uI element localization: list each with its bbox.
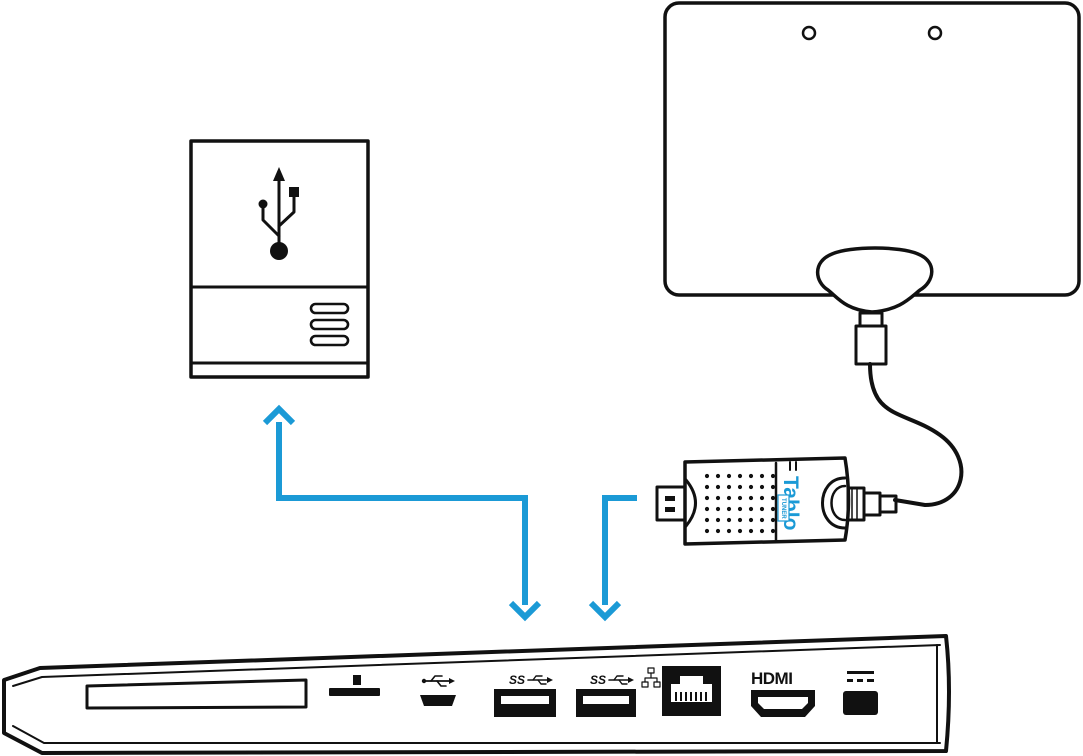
antenna-connector-base <box>815 246 934 314</box>
arrow-drive-to-laptop <box>262 404 542 622</box>
micro-usb-icon <box>421 675 455 687</box>
ethernet-icon <box>641 667 661 688</box>
hdmi-port: HDMI <box>751 669 815 717</box>
usb3-port-b-label: SS <box>590 673 606 687</box>
dc-power-port <box>843 671 878 715</box>
vent-slots <box>309 302 350 347</box>
ethernet-port <box>641 666 721 716</box>
arrow-tuner-to-laptop <box>588 495 637 622</box>
usb-storage-drive <box>189 139 370 379</box>
coax-cable <box>868 362 964 507</box>
card-slot <box>85 678 308 710</box>
antenna-hole-left <box>801 25 817 41</box>
tuner-sub-label: TUNER <box>780 498 786 519</box>
usb3-icon <box>608 675 634 685</box>
usb3-port-a-label: SS <box>509 673 525 687</box>
dc-power-icon <box>847 671 874 682</box>
sd-card-icon <box>329 675 380 696</box>
usb3-port-b: SS <box>576 673 636 717</box>
laptop-side-panel: SS SS <box>2 634 951 755</box>
flat-antenna <box>663 1 1081 366</box>
antenna-hole-right <box>927 25 943 41</box>
tablo-usb-tuner: Tablo TUNER <box>655 456 898 546</box>
usb3-port-a: SS <box>494 673 556 717</box>
usb-trident-icon <box>258 167 299 260</box>
hdmi-label: HDMI <box>751 669 792 688</box>
micro-usb-port <box>420 675 456 706</box>
usb3-icon <box>527 675 553 685</box>
